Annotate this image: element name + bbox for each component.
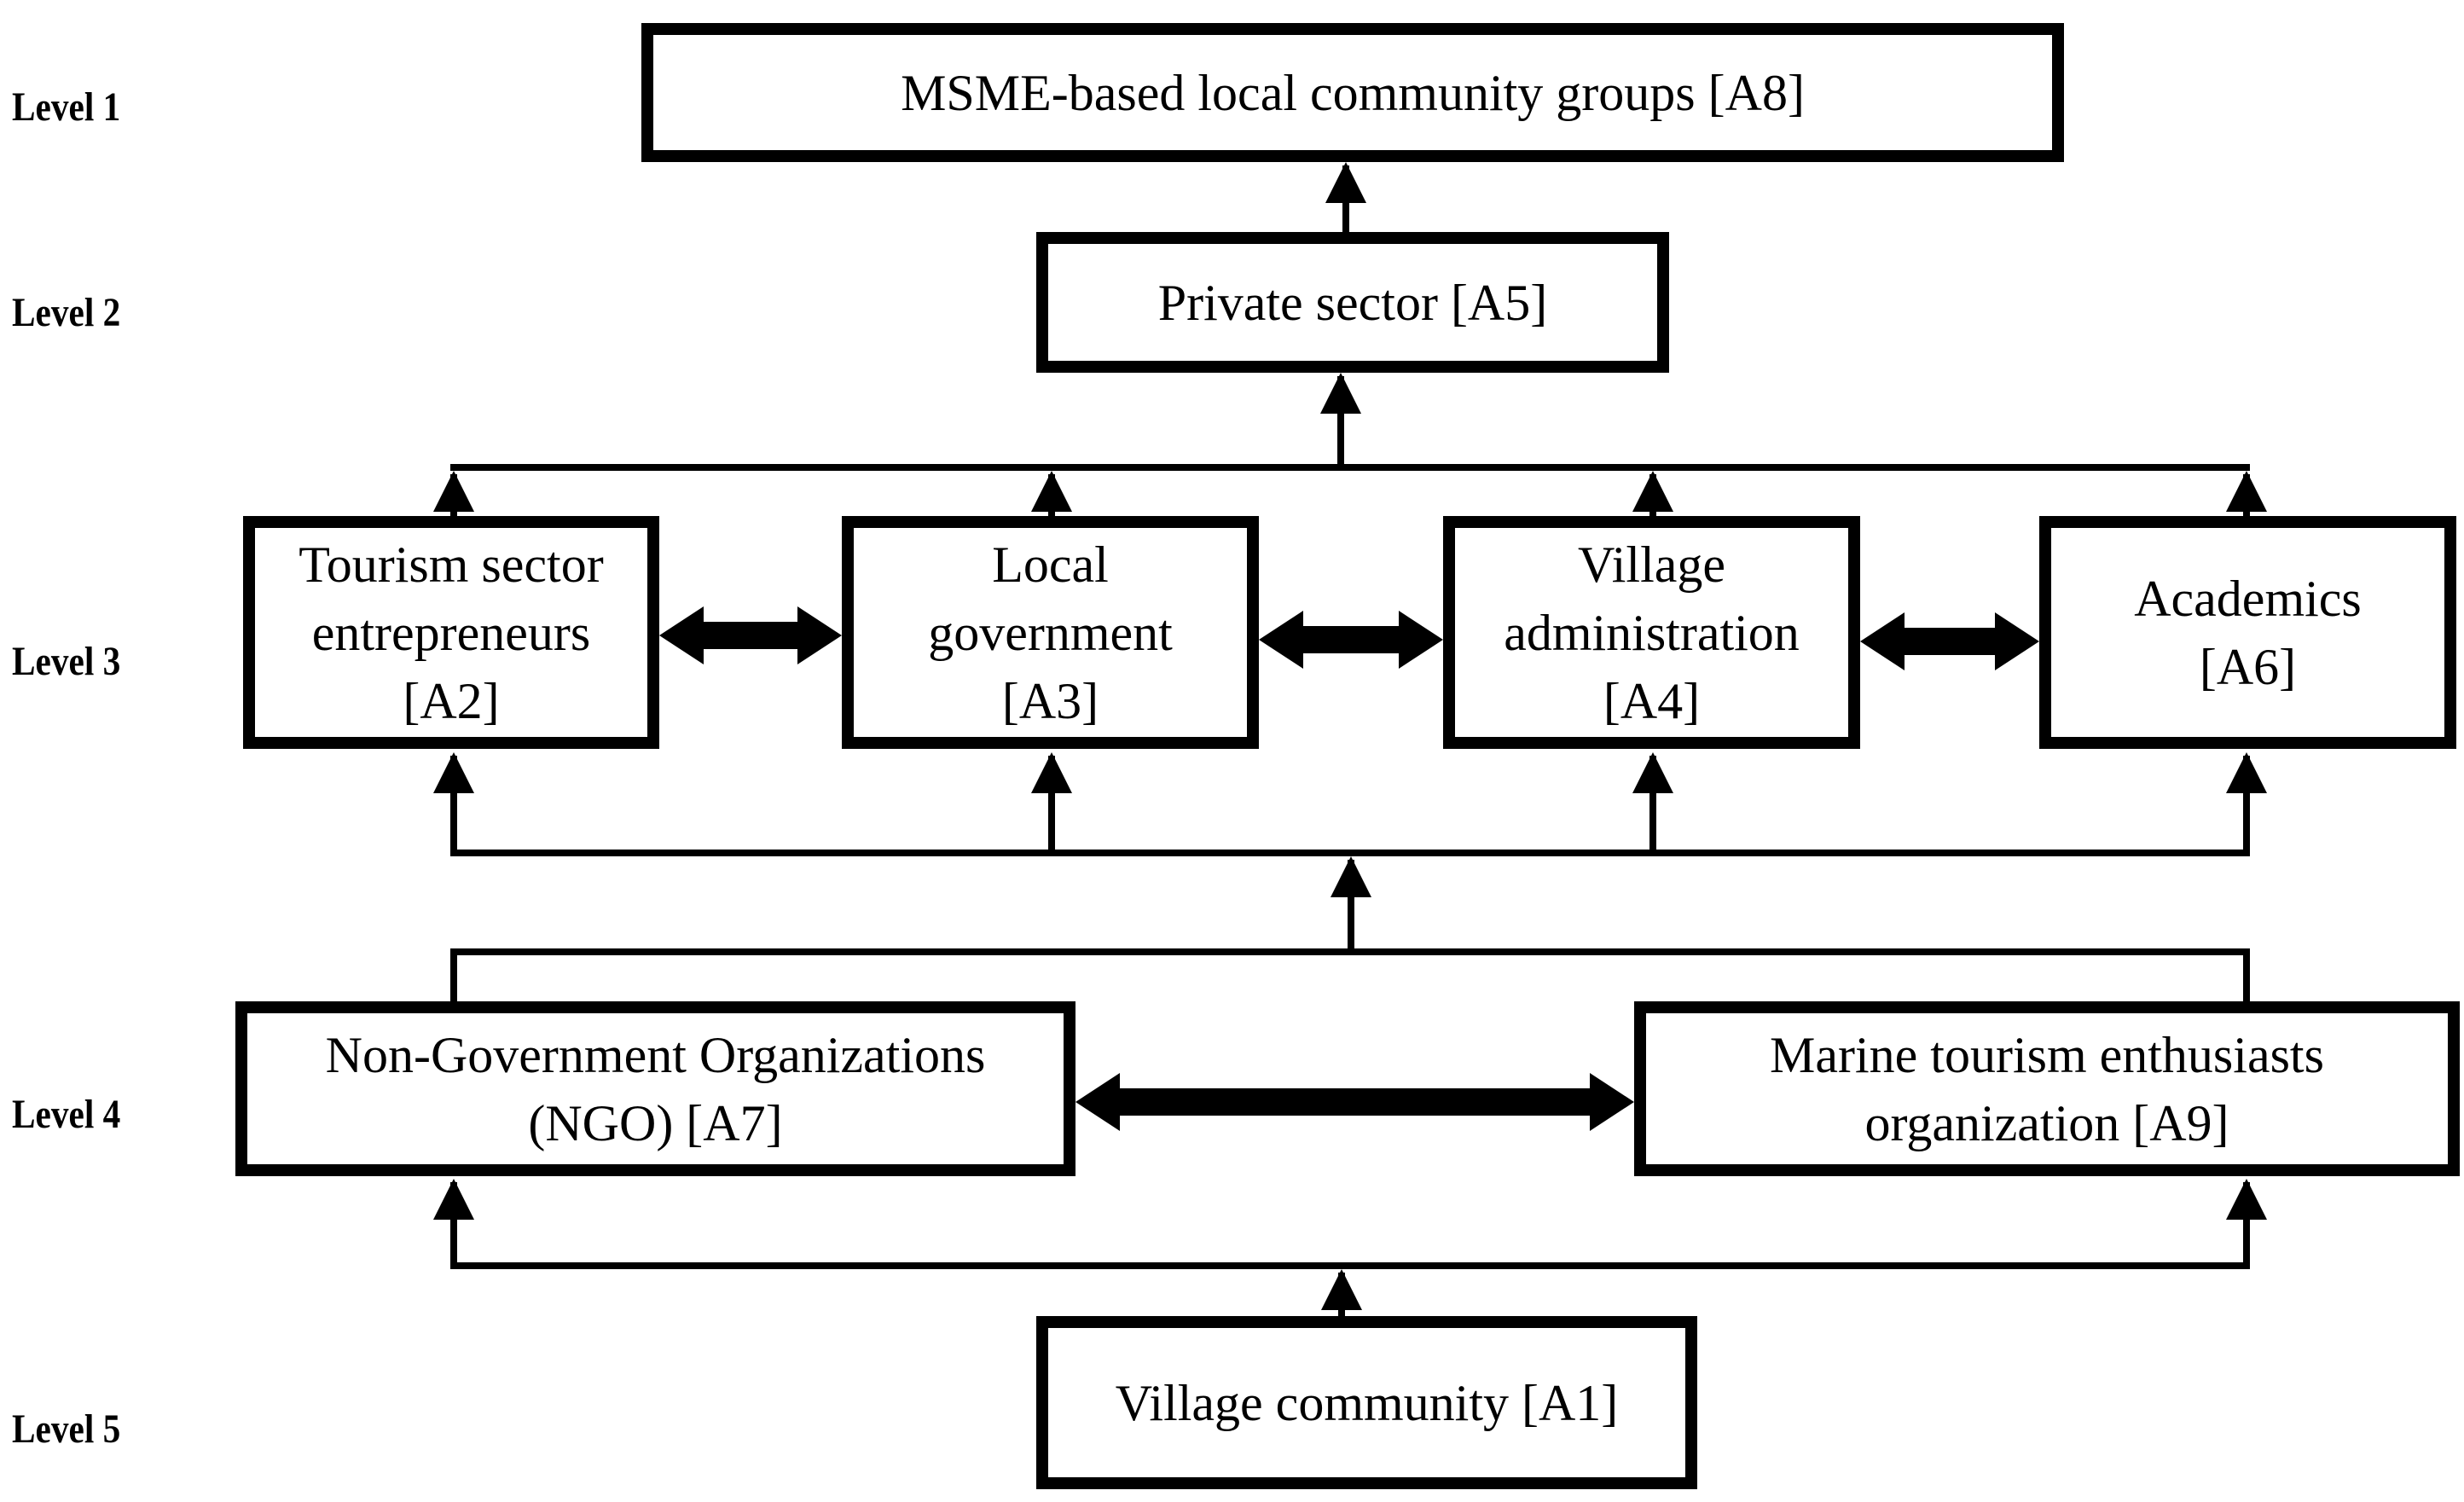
bidirectional-a4-a6	[1860, 612, 2039, 670]
node-a1-label: Village community [A1]	[1115, 1374, 1619, 1431]
bidirectional-a3-a4	[1259, 611, 1443, 669]
bidirectional-a7-a9	[1075, 1073, 1634, 1131]
level-5-label: Level 5	[12, 1406, 121, 1452]
level-3-label: Level 3	[12, 638, 121, 684]
node-a5-private-sector: Private sector [A5]	[1036, 232, 1669, 373]
node-a4-village-administration: Village administration [A4]	[1443, 516, 1860, 749]
node-a5-label: Private sector [A5]	[1157, 274, 1548, 331]
node-a8-msme-community-groups: MSME-based local community groups [A8]	[641, 23, 2064, 162]
level-4-label: Level 4	[12, 1091, 121, 1137]
level-1-label: Level 1	[12, 84, 121, 130]
node-a1-village-community: Village community [A1]	[1036, 1316, 1697, 1489]
node-a9-marine-tourism-organization: Marine tourism enthusiasts organization …	[1634, 1001, 2460, 1176]
node-a6-academics: Academics [A6]	[2039, 516, 2456, 749]
node-a2-label: Tourism sector entrepreneurs [A2]	[299, 536, 604, 729]
node-a7-ngo: Non-Government Organizations (NGO) [A7]	[235, 1001, 1075, 1176]
node-a3-local-government: Local government [A3]	[842, 516, 1259, 749]
node-a3-label: Local government [A3]	[928, 536, 1173, 729]
node-a2-tourism-entrepreneurs: Tourism sector entrepreneurs [A2]	[243, 516, 659, 749]
node-a7-label: Non-Government Organizations (NGO) [A7]	[325, 1026, 986, 1151]
node-a8-label: MSME-based local community groups [A8]	[901, 64, 1805, 121]
level-2-label: Level 2	[12, 289, 121, 335]
bidirectional-a2-a3	[659, 606, 842, 664]
node-a4-label: Village administration [A4]	[1504, 536, 1800, 729]
node-a9-label: Marine tourism enthusiasts organization …	[1770, 1026, 2324, 1151]
node-a6-label: Academics [A6]	[2134, 570, 2362, 695]
